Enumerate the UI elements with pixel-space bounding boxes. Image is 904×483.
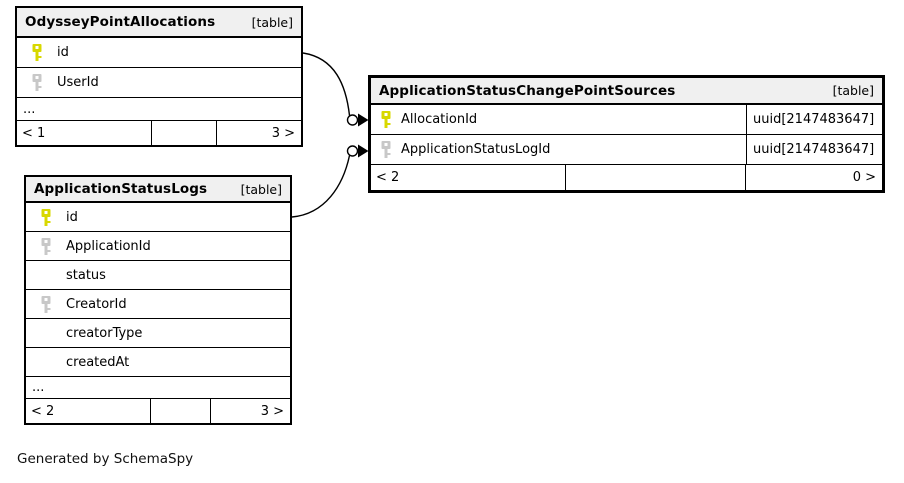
column-type: uuid[2147483647] [746,135,882,164]
related-count-right: 0 > [852,170,876,185]
column-name: status [66,267,106,283]
table-footer: < 2 0 > [371,165,882,190]
table-card-application-status-logs[interactable]: ApplicationStatusLogs [table] id Applica… [24,175,292,425]
foreign-key-icon [26,295,66,313]
fk-connector-allocationid [302,52,369,127]
primary-key-icon [17,44,57,61]
column-row-createdat: createdAt [26,348,290,377]
footer-spacer-cell [150,399,211,423]
table-header: OdysseyPointAllocations [table] [17,8,301,38]
column-row-id: id [26,203,290,232]
footer-spacer-cell [151,121,217,145]
table-type-tag: [table] [251,14,293,30]
column-row-creatorid: CreatorId [26,290,290,319]
generator-credit: Generated by SchemaSpy [17,451,194,467]
column-row-applicationid: ApplicationId [26,232,290,261]
table-card-odyssey-point-allocations[interactable]: OdysseyPointAllocations [table] id UserI… [15,6,303,147]
column-type: uuid[2147483647] [746,105,882,134]
column-name: CreatorId [66,296,127,312]
table-name[interactable]: ApplicationStatusLogs [34,181,208,197]
column-row-status: status [26,261,290,290]
column-name: id [57,45,69,60]
related-count-left: < 2 [31,403,55,419]
column-name: ApplicationStatusLogId [401,142,551,157]
column-row-userid: UserId [17,68,301,98]
table-name[interactable]: ApplicationStatusChangePointSources [379,82,676,99]
column-row-id: id [17,38,301,68]
table-header: ApplicationStatusChangePointSources [tab… [371,78,882,105]
related-count-left: < 1 [22,125,46,141]
table-type-tag: [table] [832,83,874,98]
related-count-left: < 2 [376,170,400,185]
column-name: ApplicationId [66,238,151,254]
column-row-applicationstatuslogid: ApplicationStatusLogId uuid[2147483647] [371,135,882,165]
column-name: AllocationId [401,112,478,127]
table-header: ApplicationStatusLogs [table] [26,177,290,203]
table-card-application-status-change-point-sources[interactable]: ApplicationStatusChangePointSources [tab… [368,75,885,193]
column-name: UserId [57,75,99,90]
table-type-tag: [table] [240,181,282,197]
hidden-columns-ellipsis: ... [26,377,290,399]
foreign-key-icon [26,237,66,255]
column-name: createdAt [66,354,130,370]
primary-key-icon [26,208,66,226]
column-row-allocationid: AllocationId uuid[2147483647] [371,105,882,135]
footer-spacer-cell [565,165,746,190]
column-row-creatortype: creatorType [26,319,290,348]
column-name: creatorType [66,325,143,341]
table-name[interactable]: OdysseyPointAllocations [25,14,216,30]
foreign-key-icon [17,74,57,91]
column-name: id [66,209,78,225]
table-footer: < 2 3 > [26,399,290,423]
foreign-key-icon [371,141,401,158]
table-footer: < 1 3 > [17,121,301,145]
related-count-right: 3 > [260,403,284,419]
fk-connector-applicationstatuslogid [291,144,369,218]
primary-key-icon [371,111,401,128]
hidden-columns-ellipsis: ... [17,98,301,121]
related-count-right: 3 > [271,125,295,141]
